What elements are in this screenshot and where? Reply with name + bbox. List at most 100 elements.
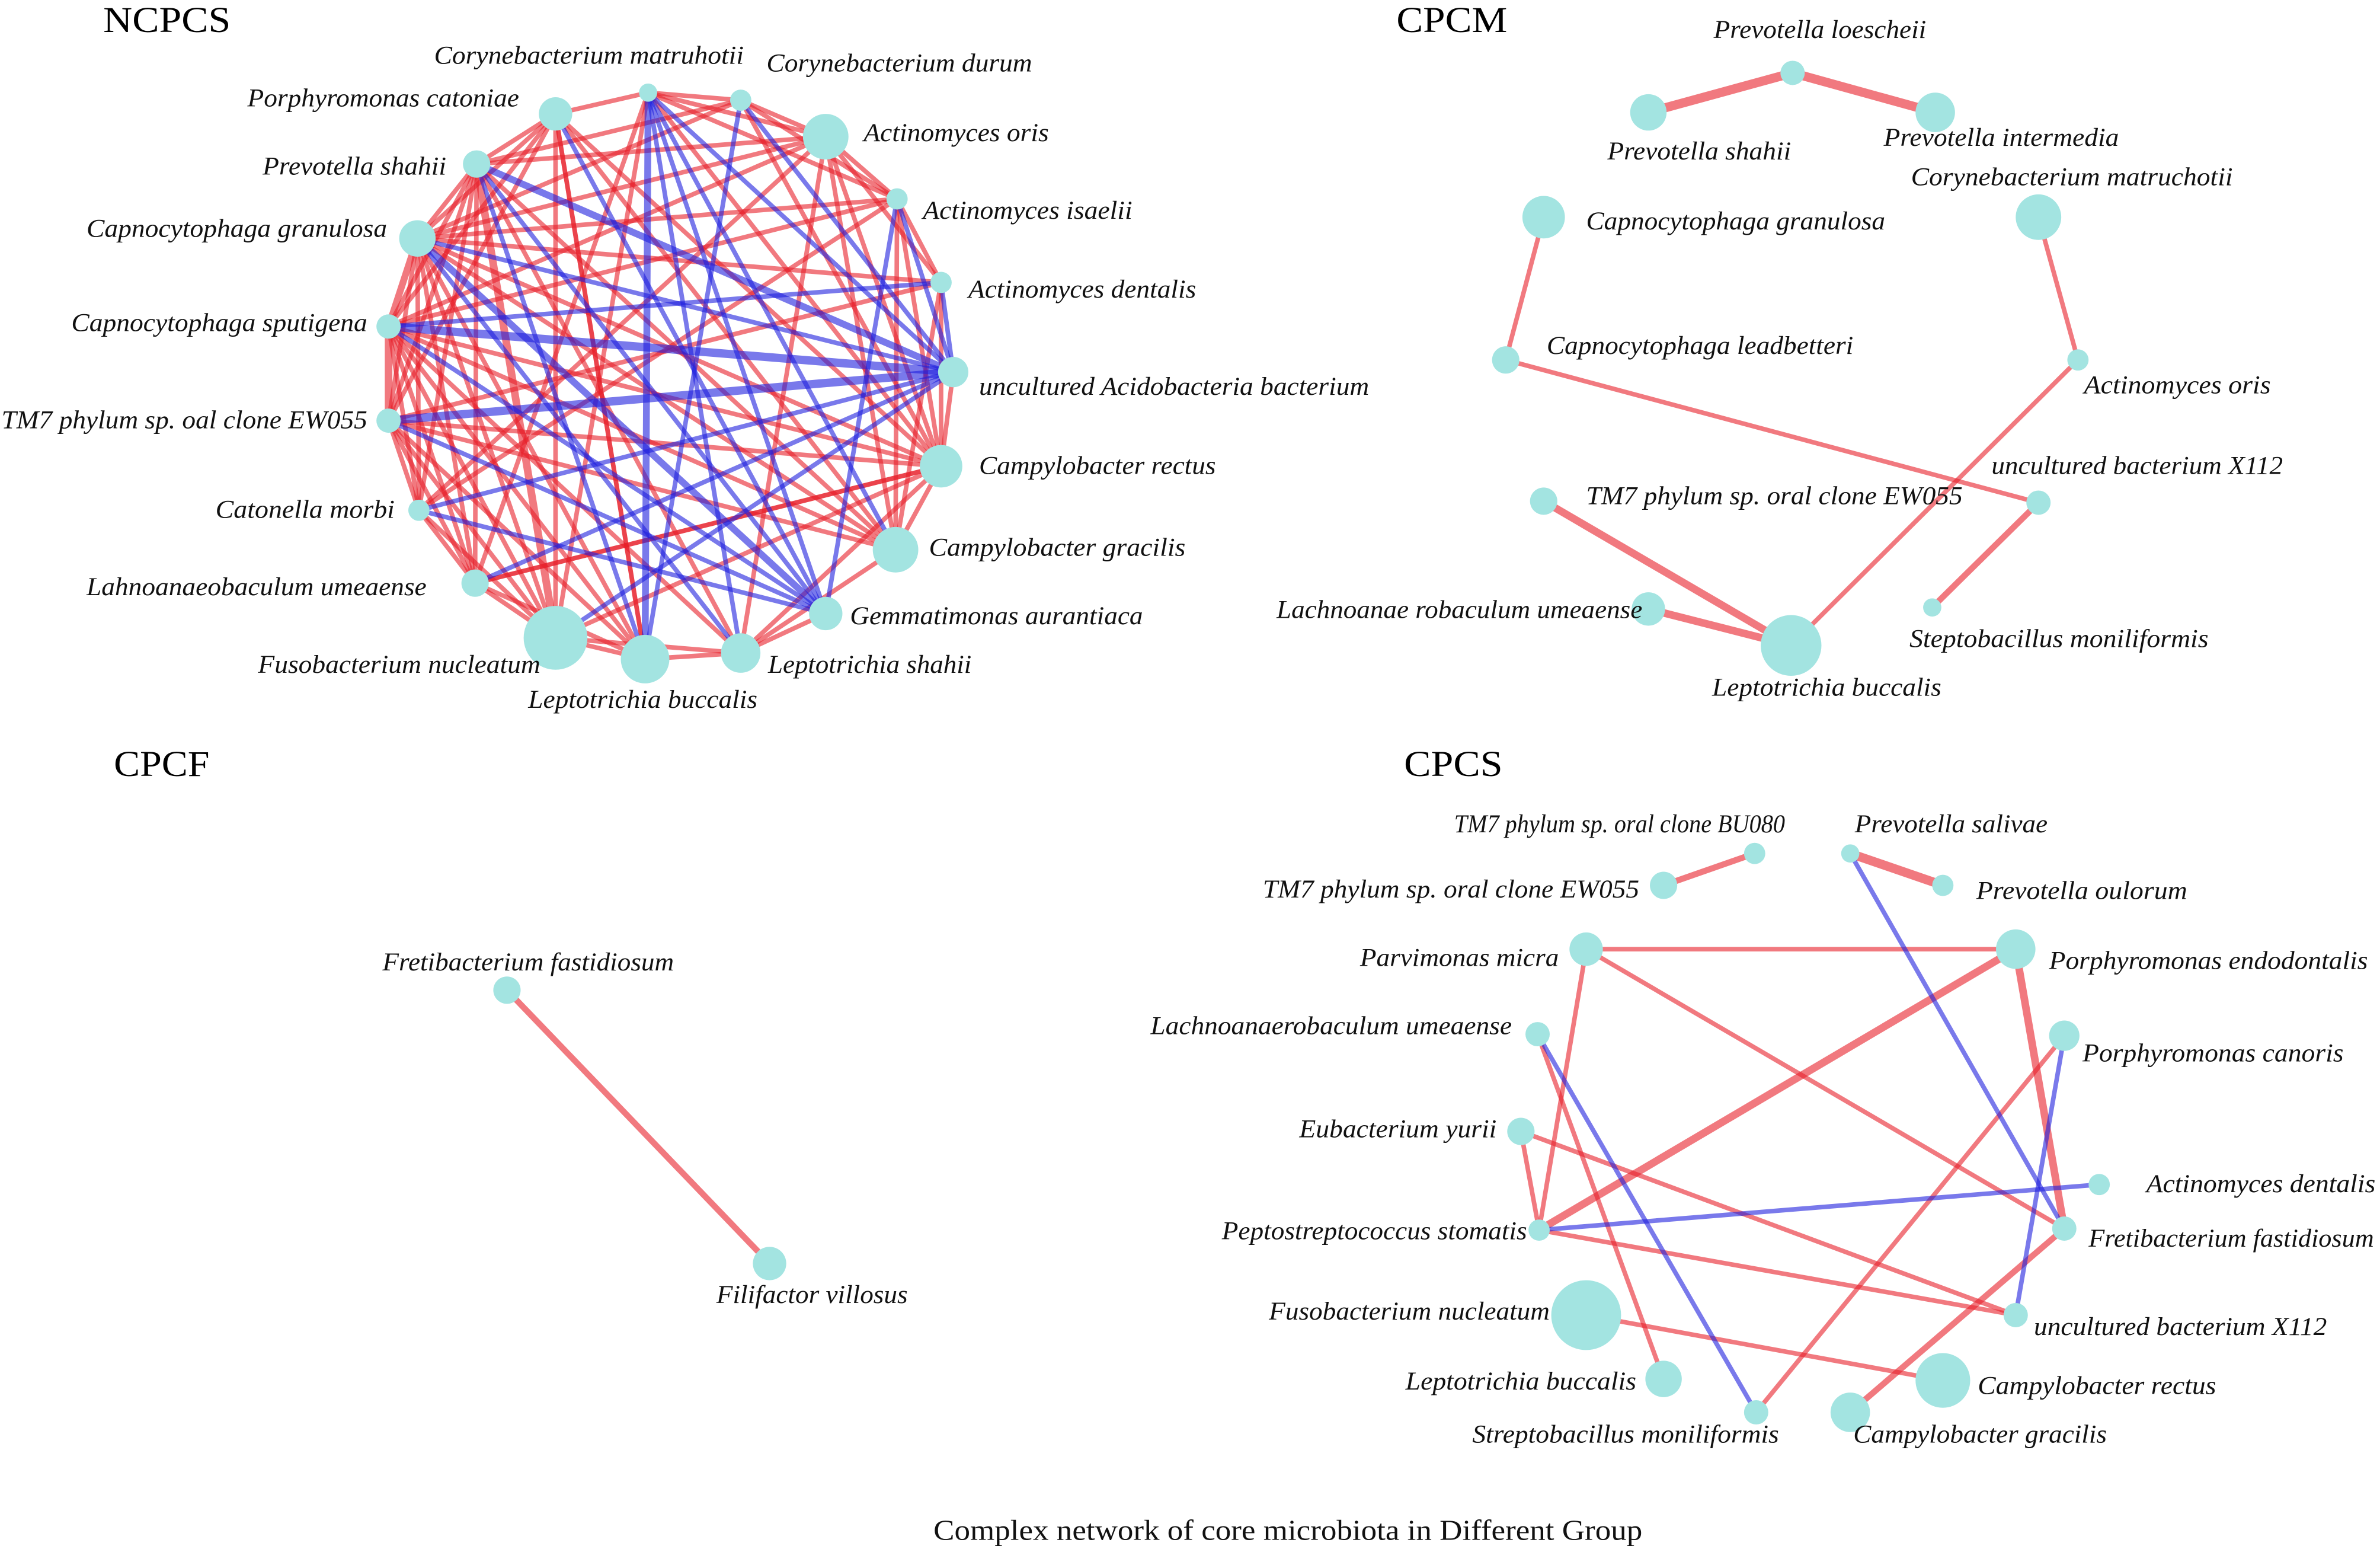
node-campylobacter-gracilis — [1830, 1392, 1870, 1432]
red-edge-5-11 — [2011, 945, 2068, 1232]
edge-layer — [504, 987, 773, 1267]
node-label: uncultured bacterium X112 — [1991, 451, 2283, 480]
node-label: Actinomyces oris — [2082, 371, 2270, 399]
node-prevotella-oulorum — [1932, 874, 1954, 896]
panel-title: CPCF — [114, 744, 209, 784]
node-label: Lahnoanaeobaculum umeaense — [86, 573, 427, 601]
red-edge-0-2 — [1788, 68, 1940, 117]
red-edge-3-6 — [894, 196, 943, 469]
node-tm7-phylum-sp-oral-clone-bu080 — [1744, 842, 1765, 864]
blue-edge-1-11 — [1848, 851, 2067, 1231]
node-campylobacter-rectus — [1915, 1353, 1970, 1408]
node-actinomyces-oris — [802, 114, 849, 159]
node-leptotrichia-buccalis — [1645, 1360, 1682, 1397]
red-edge-9-15 — [386, 324, 743, 656]
blue-edge-0-5 — [645, 90, 956, 375]
node-label: Prevotella shahii — [262, 152, 446, 181]
node-uncultured-acidobacteria-bacterium — [938, 357, 969, 388]
node-label: Lachnoanae robaculum umeaense — [1276, 596, 1642, 624]
node-tm7-phylum-sp-oal-clone-ew055 — [376, 408, 401, 433]
node-leptotrichia-shahii — [721, 633, 761, 673]
blue-edge-8-18 — [553, 111, 828, 616]
node-label: Prevotella shahii — [1607, 137, 1791, 165]
node-label: Prevotella intermedia — [1883, 123, 2119, 152]
node-label: Corynebacterium matruchotii — [1911, 163, 2233, 191]
blue-edge-1-10 — [642, 98, 743, 662]
node-label: Campylobacter rectus — [1978, 1372, 2216, 1400]
node-label: Catonella morbi — [216, 496, 395, 524]
red-edge-2-16 — [415, 134, 828, 241]
node-prevotella-loescheii — [1780, 60, 1805, 85]
edge-layer — [1503, 68, 2081, 650]
red-edge-12-13 — [417, 507, 478, 586]
red-edge-1-0 — [1643, 68, 1797, 117]
red-edge-7-16 — [1754, 1033, 2067, 1415]
red-edge-4-6 — [2036, 215, 2081, 362]
red-edge-4-11 — [1584, 947, 2067, 1231]
blue-edge-3-8 — [823, 196, 900, 616]
node-label: TM7 phylum sp. oral clone EW055 — [1586, 482, 1962, 510]
node-label: Porphyromonas endodontalis — [2049, 946, 2368, 975]
node-prevotella-shahii — [1630, 94, 1667, 131]
node-label: Lachnoanaerobaculum umeaense — [1150, 1012, 1512, 1040]
red-edge-10-13 — [1537, 1228, 2018, 1318]
red-edge-8-13 — [1518, 1129, 2018, 1318]
blue-edge-7-13 — [2013, 1033, 2067, 1318]
red-edge-12-15 — [1584, 1312, 1946, 1383]
blue-edge-0-10 — [641, 89, 652, 663]
node-porphyromonas-canoris — [2049, 1020, 2080, 1051]
node-prevotella-salivae — [1841, 844, 1860, 863]
blue-edge-9-16 — [415, 236, 743, 656]
node-campylobacter-rectus — [920, 445, 962, 488]
red-edge-1-3 — [1845, 849, 1948, 890]
edge-layer — [384, 89, 958, 663]
red-edge-0-6 — [645, 90, 943, 469]
node-label: Leptotrichia buccalis — [1712, 673, 1941, 701]
red-edge-11-17 — [1847, 1225, 2068, 1416]
node-fusobacterium-nucleatum — [1551, 1280, 1621, 1350]
node-label: TM7 phylum sp. oal clone EW055 — [2, 405, 367, 434]
node-fretibacterium-fastidiosum — [493, 976, 521, 1004]
red-edge-0-1 — [645, 90, 743, 103]
node-actinomyces-oris — [2067, 349, 2089, 371]
blue-edge-5-14 — [384, 368, 958, 425]
blue-edge-5-15 — [384, 322, 958, 376]
node-tm7-phylum-sp-oral-clone-ew055 — [1650, 871, 1678, 899]
node-campylobacter-gracilis — [872, 526, 919, 573]
node-layer — [376, 83, 969, 684]
node-label: Campylobacter gracilis — [1853, 1420, 2107, 1449]
red-edge-7-10 — [1929, 499, 2042, 611]
node-actinomyces-dentalis — [2088, 1174, 2110, 1196]
node-label: Leptotrichia buccalis — [527, 685, 757, 714]
node-label: uncultured bacterium X112 — [2034, 1312, 2327, 1341]
red-edge-1-17 — [474, 98, 743, 167]
node-layer — [1492, 60, 2089, 676]
red-edge-6-14 — [386, 418, 943, 469]
node-lahnoanaeobaculum-umeaense — [461, 569, 489, 597]
node-label: Actinomyces dentalis — [2144, 1170, 2375, 1198]
node-label: Steptobacillus moniliformis — [1909, 624, 2209, 653]
red-edge-5-7 — [1503, 357, 2041, 505]
node-label: Corynebacterium matruhotii — [434, 41, 744, 70]
node-label: Prevotella salivae — [1854, 810, 2048, 838]
node-label: Capnocytophaga granulosa — [87, 215, 387, 243]
red-edge-6-14 — [1535, 1031, 1666, 1381]
node-corynebacterium-matruchotii — [2016, 194, 2062, 240]
node-uncultured-bacterium-x112 — [2003, 1302, 2028, 1327]
red-edge-13-16 — [415, 236, 421, 513]
node-label: Capnocytophaga sputigena — [71, 308, 367, 337]
node-label: Fretibacterium fastidiosum — [2088, 1224, 2374, 1253]
panel-title: CPCM — [1396, 0, 1507, 40]
node-prevotella-intermedia — [1915, 92, 1955, 132]
red-edge-3-5 — [1503, 215, 1546, 362]
node-label: Eubacterium yurii — [1298, 1115, 1496, 1144]
node-label: Actinomyces isaelii — [921, 196, 1133, 225]
node-label: Campylobacter rectus — [979, 451, 1216, 480]
node-label: Fretibacterium fastidiosum — [382, 948, 674, 976]
node-label: Leptotrichia shahii — [767, 650, 971, 679]
